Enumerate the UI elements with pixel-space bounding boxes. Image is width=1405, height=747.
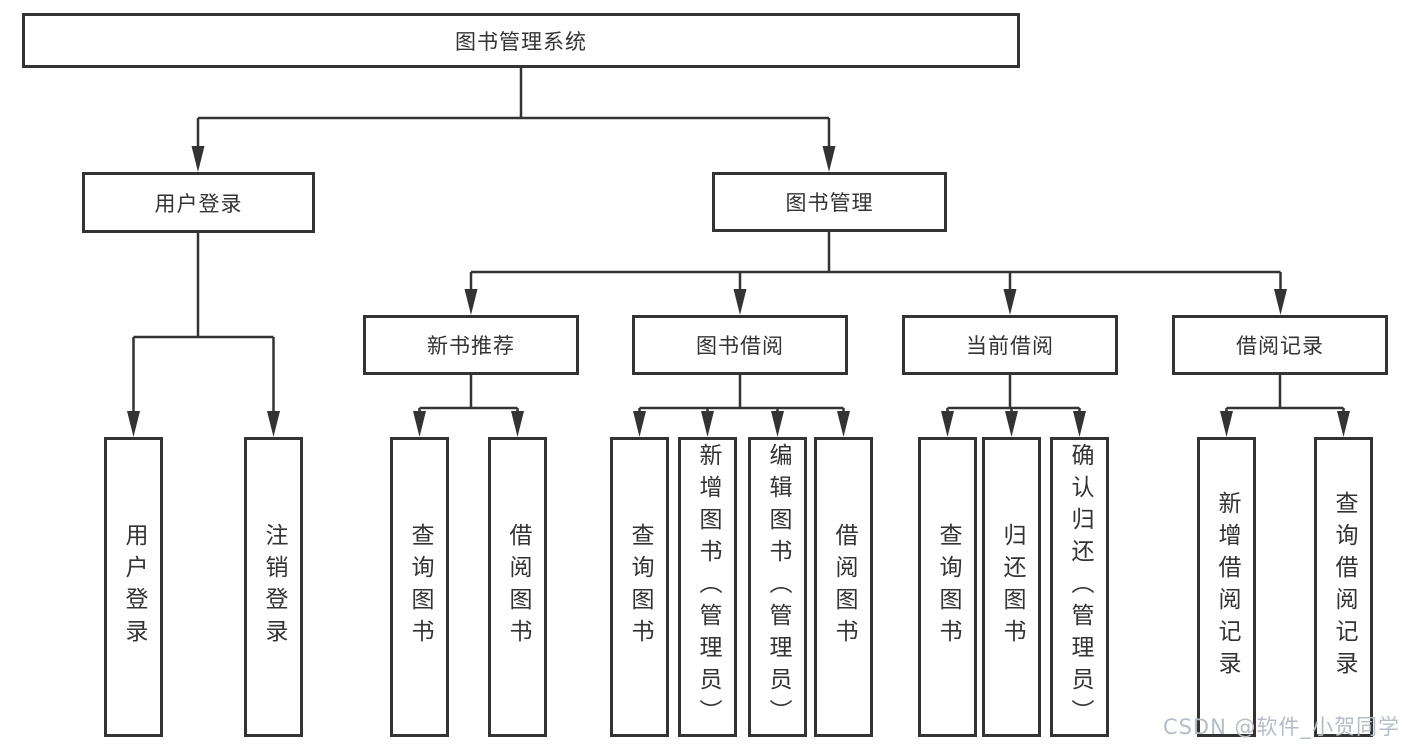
node-label: 当前借阅 bbox=[966, 334, 1054, 358]
node-book-management: 图书管理 bbox=[712, 172, 947, 232]
node-label: 图书借阅 bbox=[696, 334, 784, 358]
leaf-borrow-books: 借阅图书 bbox=[814, 437, 873, 737]
arrowhead bbox=[511, 411, 524, 437]
node-label: 用户登录 bbox=[154, 191, 243, 216]
arrowhead bbox=[1274, 289, 1287, 315]
node-label: 借阅记录 bbox=[1236, 334, 1324, 358]
arrowhead bbox=[941, 411, 954, 437]
node-label: 借阅图书 bbox=[505, 523, 531, 651]
node-new-book-recommend: 新书推荐 bbox=[363, 315, 579, 375]
leaf-query-books: 查询图书 bbox=[390, 437, 449, 737]
node-label: 图书管理 bbox=[785, 191, 874, 215]
node-label: 查询图书 bbox=[935, 523, 961, 651]
connector-newbooks-to-leaves bbox=[418, 375, 519, 414]
node-label: 查询图书 bbox=[407, 523, 433, 651]
leaf-query-borrow-record: 查询借阅记录 bbox=[1314, 437, 1373, 737]
node-label: 归还图书 bbox=[999, 523, 1025, 651]
node-label: 借阅图书 bbox=[831, 523, 857, 651]
node-system-root: 图书管理系统 bbox=[22, 13, 1020, 68]
arrowhead bbox=[191, 146, 205, 172]
arrowhead bbox=[413, 411, 426, 437]
node-current-borrowing: 当前借阅 bbox=[902, 315, 1118, 375]
node-book-borrowing: 图书借阅 bbox=[632, 315, 848, 375]
connector-borrowing-to-leaves bbox=[638, 375, 845, 414]
connector-login-to-leaves bbox=[132, 233, 275, 415]
arrowhead bbox=[633, 411, 646, 437]
csdn-watermark: CSDN @软件_小贺同学 bbox=[1162, 715, 1400, 739]
leaf-borrow-books: 借阅图书 bbox=[488, 437, 547, 737]
arrowhead bbox=[1220, 411, 1233, 437]
leaf-add-borrow-record: 新增借阅记录 bbox=[1197, 437, 1256, 737]
node-label: 注销登录 bbox=[261, 523, 287, 651]
node-label: 新书推荐 bbox=[427, 334, 515, 358]
leaf-query-books: 查询图书 bbox=[918, 437, 977, 737]
connector-current-to-leaves bbox=[946, 375, 1081, 414]
arrowhead bbox=[837, 411, 850, 437]
arrowhead bbox=[1005, 411, 1018, 437]
node-user-login: 用户登录 bbox=[82, 172, 315, 233]
arrowhead bbox=[127, 411, 140, 437]
node-label: 确认归还（管理员） bbox=[1067, 443, 1093, 731]
node-label: 查询图书 bbox=[627, 523, 653, 651]
connector-root-to-level2 bbox=[196, 68, 831, 150]
arrowhead bbox=[701, 411, 714, 437]
leaf-add-books-admin: 新增图书（管理员） bbox=[678, 437, 737, 737]
connector-records-to-leaves bbox=[1225, 375, 1345, 414]
leaf-return-books: 归还图书 bbox=[982, 437, 1041, 737]
arrowhead bbox=[1337, 411, 1350, 437]
arrowhead bbox=[1003, 289, 1017, 315]
leaf-query-books: 查询图书 bbox=[610, 437, 669, 737]
arrowhead bbox=[267, 411, 280, 437]
leaf-logout: 注销登录 bbox=[244, 437, 303, 737]
node-label: 新增图书（管理员） bbox=[695, 443, 721, 731]
leaf-edit-books-admin: 编辑图书（管理员） bbox=[748, 437, 807, 737]
arrowhead bbox=[822, 146, 836, 172]
arrowhead bbox=[771, 411, 784, 437]
node-borrowing-records: 借阅记录 bbox=[1172, 315, 1388, 375]
node-label: 图书管理系统 bbox=[455, 29, 587, 54]
leaf-user-login: 用户登录 bbox=[104, 437, 163, 737]
arrowhead bbox=[464, 289, 478, 315]
connector-mgmt-to-level3 bbox=[469, 232, 1282, 292]
node-label: 查询借阅记录 bbox=[1331, 491, 1357, 683]
leaf-confirm-return-admin: 确认归还（管理员） bbox=[1050, 437, 1109, 737]
arrowhead bbox=[733, 289, 747, 315]
arrowhead bbox=[1073, 411, 1086, 437]
node-label: 用户登录 bbox=[121, 523, 147, 651]
node-label: 新增借阅记录 bbox=[1214, 491, 1240, 683]
node-label: 编辑图书（管理员） bbox=[765, 443, 791, 731]
